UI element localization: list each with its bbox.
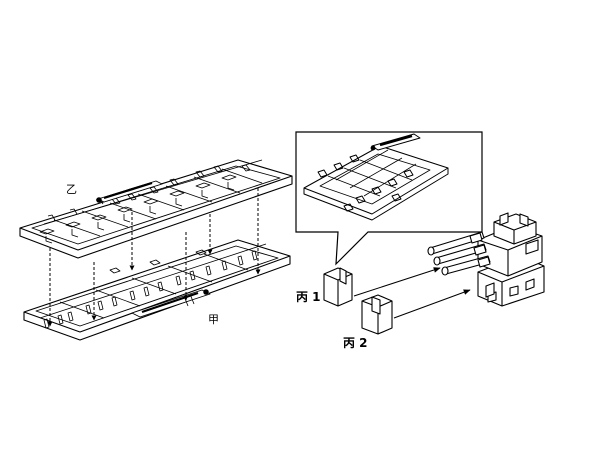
assembly-arrows	[353, 267, 471, 319]
upper-sprue	[19, 159, 293, 259]
turret-assembly	[427, 212, 545, 307]
part-hei-1	[323, 267, 353, 307]
label-sprue-upper: 乙	[66, 183, 77, 196]
zoom-callout	[295, 131, 483, 266]
label-part-2: 丙 2	[343, 336, 368, 350]
part-hei-2	[361, 294, 393, 335]
lower-sprue	[23, 239, 291, 341]
label-part-1: 丙 1	[296, 290, 321, 304]
mapping-arrows	[47, 188, 261, 327]
label-sprue-lower: 甲	[208, 313, 219, 326]
